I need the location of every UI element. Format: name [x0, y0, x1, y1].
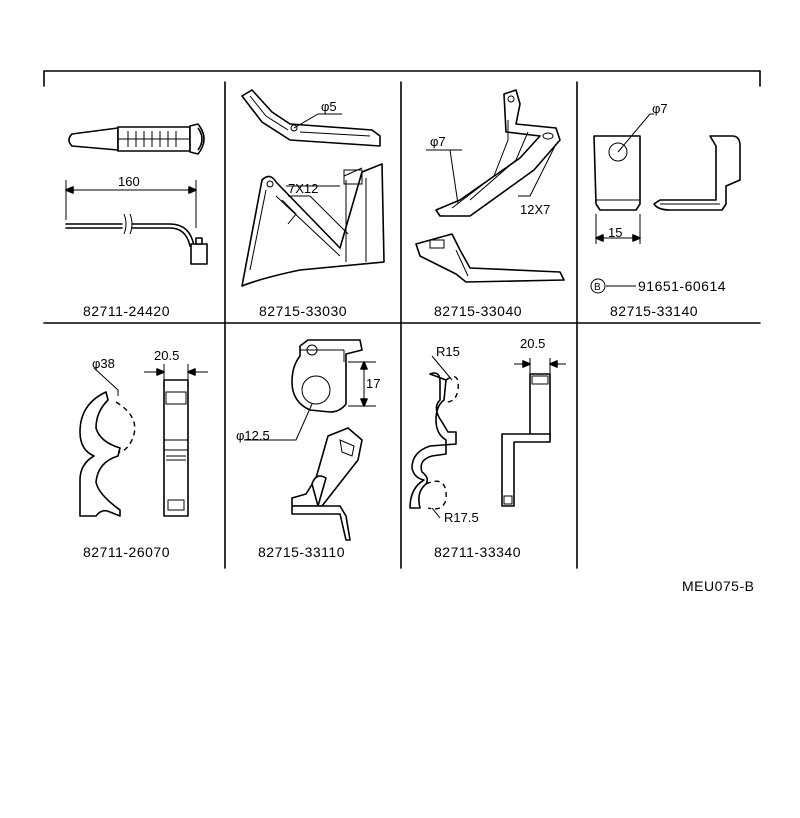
- part-drawing-82711-26070: [79, 364, 208, 517]
- part-drawing-82715-33040: [415, 89, 565, 283]
- dim-radius-17-5: R17.5: [444, 510, 479, 525]
- dim-slot-7x12: 7X12: [288, 181, 318, 196]
- part-number-82715-33140: 82715-33140: [610, 303, 698, 319]
- dim-hole-5: φ5: [321, 99, 337, 114]
- part-number-82715-33030: 82715-33030: [259, 303, 347, 319]
- dim-height-17: 17: [366, 376, 380, 391]
- part-number-82711-33340: 82711-33340: [434, 544, 521, 560]
- part-number-82711-24420: 82711-24420: [83, 303, 170, 319]
- dim-hole-7: φ7: [430, 134, 446, 149]
- part-drawing-82715-33030: [241, 89, 385, 287]
- dim-length-160: 160: [118, 174, 140, 189]
- dim-width-15: 15: [608, 225, 622, 240]
- frame: [43, 70, 761, 569]
- sub-marker-b: B: [594, 282, 601, 293]
- dim-diameter-12-5: φ12.5: [236, 428, 270, 443]
- dim-slot-12x7: 12X7: [520, 202, 550, 217]
- part-drawing-82715-33140: [590, 113, 741, 294]
- part-number-82715-33110: 82715-33110: [258, 544, 345, 560]
- part-drawing-82711-24420: [65, 123, 208, 265]
- part-drawing-82715-33110: [244, 339, 376, 541]
- dim-radius-15: R15: [436, 344, 460, 359]
- diagram-code: MEU075-B: [682, 578, 754, 594]
- part-drawing-82711-33340: [409, 355, 566, 519]
- part-number-82715-33040: 82715-33040: [434, 303, 522, 319]
- part-number-82711-26070: 82711-26070: [83, 544, 170, 560]
- dim-width-20-5: 20.5: [154, 348, 179, 363]
- dim-width-20-5b: 20.5: [520, 336, 545, 351]
- sub-part-number: 91651-60614: [638, 278, 726, 294]
- dim-hole-7b: φ7: [652, 101, 668, 116]
- dim-diameter-38: φ38: [92, 356, 115, 371]
